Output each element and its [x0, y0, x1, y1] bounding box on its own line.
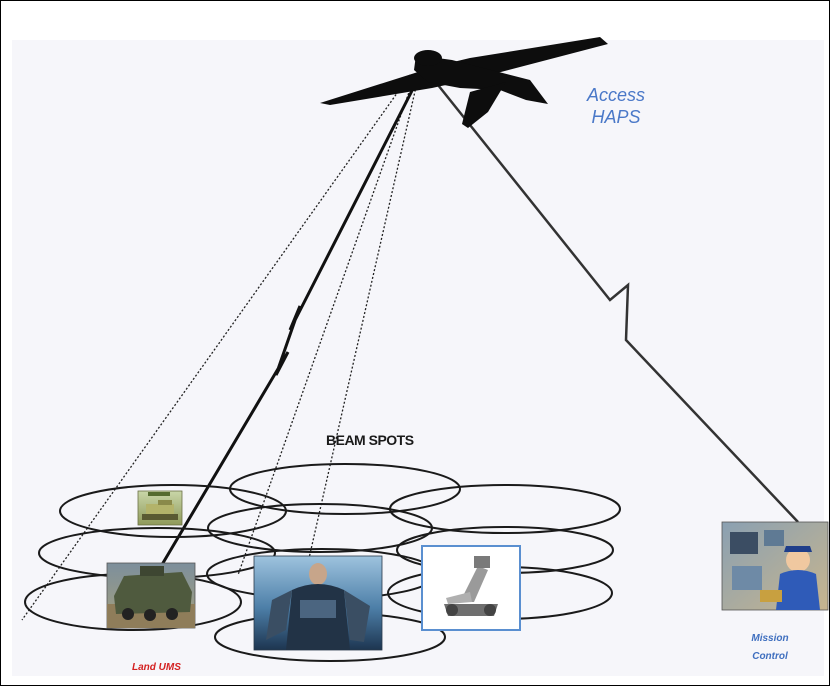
beam-lines: [21, 74, 419, 621]
beam-line-center: [299, 77, 419, 599]
beam-line-robot: [237, 77, 415, 576]
mission-control-icon: [721, 521, 829, 611]
beam-spot: [389, 484, 621, 534]
beam-spot: [229, 463, 461, 515]
drone-icon: [320, 37, 608, 128]
mission-control-line2: Control: [752, 651, 788, 662]
access-haps-line2: HAPS: [591, 107, 641, 127]
mission-control-line1: Mission: [751, 633, 789, 644]
beam-spots-label: BEAM SPOTS: [326, 432, 414, 448]
link-land-ums: [158, 74, 422, 569]
ground-robot-icon: [421, 545, 521, 631]
access-haps-label: Access HAPS: [576, 84, 656, 128]
land-ums-label: Land UMS: [132, 662, 181, 673]
beam-spot: [207, 503, 433, 553]
link-mission-control: [429, 74, 799, 523]
armored-vehicle-icon: [106, 562, 196, 629]
mission-control-label: Mission Control: [740, 630, 800, 666]
beam-line-left: [21, 74, 411, 621]
tank-icon: [137, 490, 183, 526]
access-haps-line1: Access: [586, 85, 646, 105]
robot-soldier-icon: [253, 555, 383, 651]
